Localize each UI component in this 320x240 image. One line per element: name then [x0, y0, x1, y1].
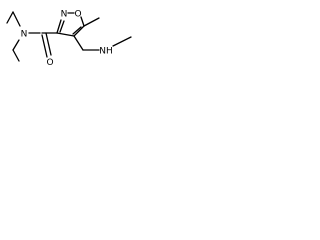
bond-c3-n2-double [59, 20, 65, 33]
bond-ethyl1-ch2-ch3 [6, 11, 14, 24]
bond-c4-c3 [56, 32, 75, 37]
amide-nitrogen-label: N [21, 30, 28, 40]
bond-c5-methyl [83, 17, 100, 27]
bond-carbonyl-oxygen [41, 34, 48, 58]
ring-oxygen-label: O [74, 10, 81, 20]
structure-diagram: N O N O NH [6, 10, 132, 68]
bond-c5-c4 [73, 25, 85, 37]
carbonyl-oxygen-label: O [46, 58, 53, 68]
bond-c4-ch2 [73, 35, 84, 51]
bond-o1-c5 [80, 16, 85, 27]
amine-nh-label: NH [99, 47, 113, 57]
bond-c3-n2 [56, 19, 62, 34]
bond-carbonyl-oxygen-double [45, 32, 52, 56]
bond-ethyl2-ch2-ch3 [12, 49, 20, 62]
bond-ethyl1-n [12, 11, 21, 27]
bond-ethyl2-n [12, 39, 20, 51]
bond-c5-c4-double [72, 26, 82, 35]
bond-nh-methyl [112, 36, 132, 47]
ring-nitrogen-label: N [61, 10, 68, 20]
